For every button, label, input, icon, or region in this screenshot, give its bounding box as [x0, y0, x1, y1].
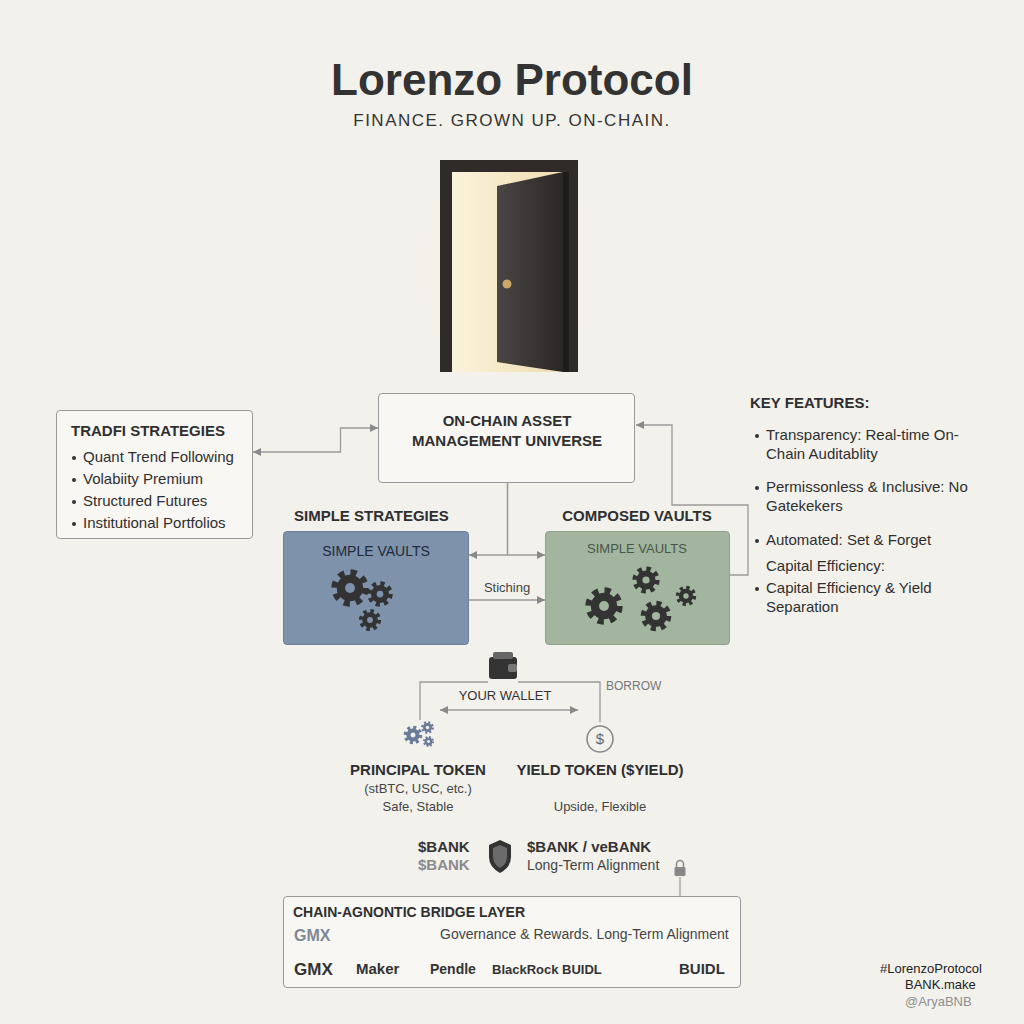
- wallet-flow: [420, 682, 600, 722]
- connector-arrow: [508, 483, 546, 555]
- box-heading: SIMPLE STRATEGIES: [294, 507, 449, 526]
- box-text: Quant Trend Following: [83, 448, 234, 467]
- annotation: Upside, Flexible: [513, 799, 688, 815]
- lock-icon-part: [675, 867, 686, 876]
- box-text: Volabiity Premium: [83, 470, 203, 489]
- gear-icon: [643, 603, 668, 628]
- bullet-dot: [755, 434, 759, 438]
- annotation: Long-Term Alignment: [527, 857, 659, 875]
- wallet-icon-part: [489, 657, 517, 679]
- bullet-dot: [755, 486, 759, 490]
- principal-gears: [405, 722, 433, 746]
- connector-arrow: [253, 428, 378, 452]
- wallet-icon: [489, 652, 517, 679]
- annotation: (stBTC, USC, etc.): [333, 781, 503, 797]
- watermark: #LorenzoProtocol: [880, 961, 982, 977]
- gear-icon: [678, 588, 695, 605]
- principal-gears-part: [405, 727, 420, 742]
- watermark: BANK.make: [905, 977, 976, 993]
- lock-icon-part: [677, 861, 684, 869]
- annotation: YOUR WALLET: [440, 688, 570, 704]
- connector-arrow: [469, 599, 545, 600]
- box-heading: ON-CHAIN ASSET MANAGEMENT UNIVERSE: [400, 411, 615, 450]
- annotation: Safe, Stable: [333, 799, 503, 815]
- principal-gears-part: [424, 737, 433, 746]
- subtitle: FINANCE. GROWN UP. ON-CHAIN.: [252, 110, 772, 131]
- bullet-dot: [72, 500, 76, 504]
- gear-icon: [589, 591, 620, 622]
- annotation: $BANK: [418, 838, 470, 857]
- annotation: Permissonless & Inclusive: No Gatekekers: [766, 478, 991, 516]
- gear-icon: [635, 569, 657, 591]
- wallet-icon-part: [493, 652, 513, 659]
- door-illustration: [389, 133, 629, 403]
- box-text: Governance & Rewards. Long-Term Alignmen…: [440, 926, 729, 944]
- gear-icon: [361, 611, 379, 629]
- annotation: $BANK / veBANK: [527, 838, 651, 857]
- edge-label: Stiching: [482, 580, 532, 595]
- box-text: SIMPLE VAULTS: [291, 543, 461, 561]
- box-heading: CHAIN-AGNONTIC BRIDGE LAYER: [293, 904, 525, 922]
- box-heading: COMPOSED VAULTS: [550, 507, 725, 526]
- watermark: @AryaBNB: [905, 994, 972, 1010]
- door-illustration-part: [440, 160, 578, 372]
- bullet-dot: [72, 478, 76, 482]
- shield-icon-part: [489, 840, 511, 873]
- connector-arrow: [469, 483, 508, 555]
- yield-coin-icon-part: [587, 726, 613, 752]
- door-illustration-part: [452, 172, 566, 372]
- box-text: Maker: [356, 960, 399, 979]
- box-heading: TRADFI STRATEGIES: [71, 422, 225, 441]
- box-text: GMX: [294, 926, 330, 946]
- gear-icon: [370, 584, 391, 605]
- box-text: BlackRock BUIDL: [492, 962, 602, 978]
- annotation: KEY FEATURES:: [750, 394, 869, 413]
- bullet-dot: [72, 522, 76, 526]
- box-text: GMX: [294, 959, 333, 980]
- annotation: Capital Efficiency:: [766, 557, 991, 576]
- yield-coin-icon: [587, 726, 613, 752]
- gear-icon: [335, 573, 366, 604]
- annotation: Automated: Set & Forget: [766, 531, 991, 550]
- lock-icon-part: [679, 877, 680, 896]
- annotation: BORROW: [606, 679, 661, 694]
- shield-icon: [489, 840, 511, 873]
- bullet-dot: [755, 539, 759, 543]
- door-illustration-part: [563, 172, 569, 372]
- bridge-layer-box: CHAIN-AGNONTIC BRIDGE LAYER GMX Governance…: [283, 896, 741, 988]
- annotation: $: [590, 730, 610, 749]
- box-text: Institutional Portfolios: [83, 514, 226, 533]
- simple-vault-box: SIMPLE STRATEGIESSIMPLE VAULTS: [283, 531, 469, 645]
- annotation: YIELD TOKEN ($YIELD): [513, 761, 688, 780]
- principal-gears-part: [422, 722, 433, 733]
- box-text: BUIDL: [679, 960, 725, 979]
- universe-box: ON-CHAIN ASSET MANAGEMENT UNIVERSE: [378, 393, 635, 483]
- composed-vault-box: COMPOSED VAULTSSIMPLE VAULTS: [545, 531, 730, 645]
- title-text: Lorenzo Protocol: [162, 52, 862, 107]
- door-illustration-part: [503, 280, 512, 289]
- box-text: SIMPLE VAULTS: [552, 541, 722, 557]
- wallet-flow-part: [440, 709, 578, 710]
- box-text: Structured Futures: [83, 492, 207, 511]
- door-illustration-part: [497, 172, 563, 372]
- annotation: $BANK: [418, 856, 470, 875]
- annotation: Transparency: Real-time On-Chain Auditab…: [766, 426, 991, 464]
- wallet-icon-part: [508, 664, 517, 672]
- annotation: Capital Efficiency & Yield Separation: [766, 579, 991, 617]
- strategy-box: TRADFI STRATEGIES Quant Trend FollowingVo…: [56, 410, 253, 539]
- box-text: Pendle: [430, 961, 476, 979]
- bullet-dot: [755, 587, 759, 591]
- door-illustration-part: [389, 133, 629, 403]
- bullet-dot: [72, 456, 76, 460]
- annotation: PRINCIPAL TOKEN: [333, 761, 503, 780]
- lock-icon: [675, 861, 686, 897]
- shield-icon-part: [493, 845, 507, 868]
